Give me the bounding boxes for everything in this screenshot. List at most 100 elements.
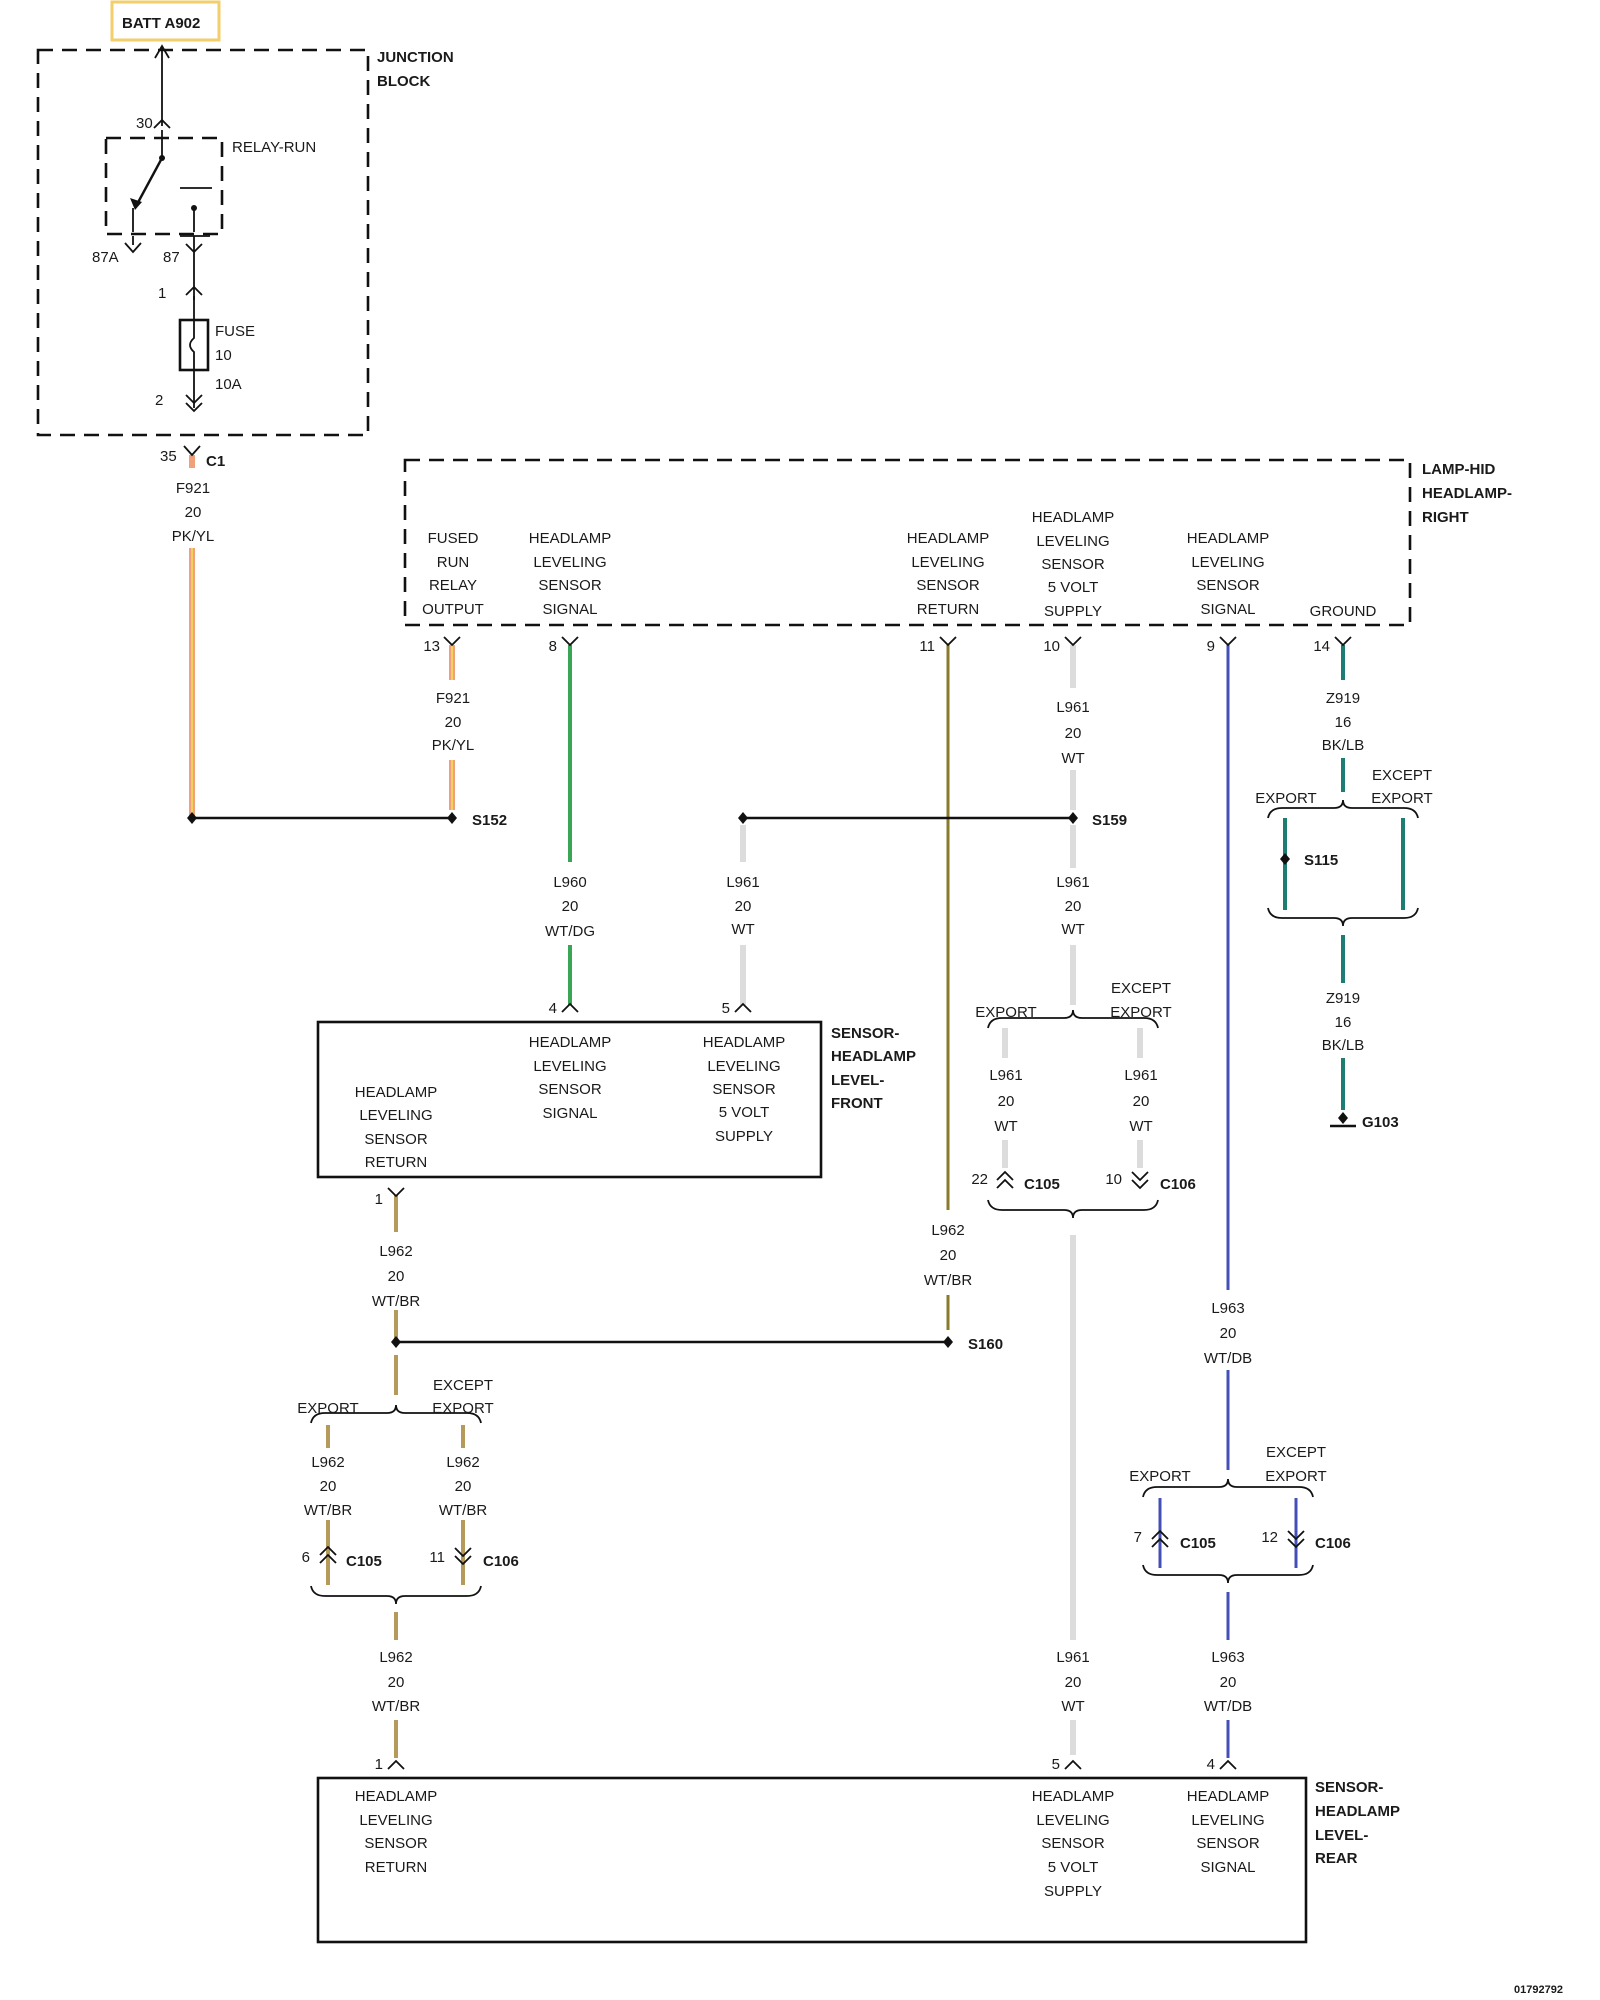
c105-l963-connector-a <box>1151 1529 1169 1540</box>
l963-bot-gauge: 20 <box>1220 1674 1237 1691</box>
l962-option-bracket-bottom <box>310 1585 482 1605</box>
splice-s152-dot <box>447 812 457 824</box>
l961-exp-color: WT <box>994 1118 1017 1135</box>
pin-87-label: 87 <box>163 249 180 266</box>
splice-s160-left-dot <box>391 1336 401 1348</box>
c106-l961-connector-b <box>1131 1179 1149 1190</box>
l963-bot-circuit: L963 <box>1211 1649 1244 1666</box>
l960-gauge: 20 <box>562 898 579 915</box>
l962-bot-gauge: 20 <box>388 1674 405 1691</box>
c105-l961-label: C105 <box>1024 1176 1060 1193</box>
z919-option-bracket-top <box>1267 799 1419 819</box>
z919-b-color: BK/LB <box>1322 1037 1365 1054</box>
z919-option-bracket-bottom <box>1267 907 1419 927</box>
sensor-front-supply-l5: SUPPLY <box>715 1128 773 1145</box>
relay-blade <box>133 157 164 209</box>
c106-l962-pin: 11 <box>429 1549 445 1566</box>
lamp-pin11-number: 11 <box>919 638 935 655</box>
lamp-pin9-l3: SENSOR <box>1196 577 1260 594</box>
pin30-connector <box>153 118 171 129</box>
l961-bot-gauge: 20 <box>1065 1674 1082 1691</box>
fuse-pin2-arrow-b <box>185 402 203 413</box>
sensor-front-pin1-number: 1 <box>375 1191 383 1208</box>
f921-b-circuit: F921 <box>436 690 470 707</box>
relay-87-arrow <box>185 243 203 254</box>
sensor-rear-pin5-number: 5 <box>1052 1756 1060 1773</box>
sensor-front-return-l3: SENSOR <box>364 1131 428 1148</box>
l963-top-circuit: L963 <box>1211 1300 1244 1317</box>
l962-bot-color: WT/BR <box>372 1698 420 1715</box>
lamp-pin10-l4: SUPPLY <box>1044 603 1102 620</box>
lamp-pin8-connector <box>561 636 579 647</box>
l962-exp-circuit: L962 <box>311 1454 344 1471</box>
splice-s159-left-dot <box>738 812 748 824</box>
l961-except-label-2: EXPORT <box>1110 1004 1171 1021</box>
c105-l961-connector-b <box>996 1178 1014 1189</box>
f921-a-color: PK/YL <box>172 528 215 545</box>
fuse-pin2-arrow <box>185 394 203 405</box>
l961-left-color: WT <box>731 921 754 938</box>
c1-label: C1 <box>206 453 225 470</box>
l961-export-label: EXPORT <box>975 1004 1036 1021</box>
lamp-pin11-connector <box>939 636 957 647</box>
c105-l962-connector-a <box>319 1545 337 1556</box>
sensor-front-pin4-number: 4 <box>549 1000 557 1017</box>
c105-l963-pin: 7 <box>1134 1529 1142 1546</box>
lamp-pin14-l4: GROUND <box>1310 603 1377 620</box>
l963-except-label-2: EXPORT <box>1265 1468 1326 1485</box>
relay-87a-arrow <box>124 242 142 254</box>
lamp-pin13-l2: RUN <box>437 554 470 571</box>
c106-l962-connector-a <box>454 1547 472 1558</box>
lamp-pin10-l0: HEADLAMP <box>1032 509 1115 526</box>
lamp-pin10-number: 10 <box>1043 638 1060 655</box>
z919-a-color: BK/LB <box>1322 737 1365 754</box>
junction-block-title-1: JUNCTION <box>377 49 454 66</box>
l962-bot-circuit: L962 <box>379 1649 412 1666</box>
sensor-front-supply-l1: HEADLAMP <box>703 1034 786 1051</box>
l961-exc-circuit: L961 <box>1124 1067 1157 1084</box>
l962-except-label-2: EXPORT <box>432 1400 493 1417</box>
lamp-pin8-l3: SENSOR <box>538 577 602 594</box>
document-number: 01792792 <box>1514 1984 1563 1996</box>
fuse-label-1: FUSE <box>215 323 255 340</box>
z919-except-label-1: EXCEPT <box>1372 767 1432 784</box>
sensor-rear-pin5-connector <box>1064 1759 1082 1770</box>
c106-l963-connector-a <box>1287 1530 1305 1541</box>
c106-l962-connector-b <box>454 1555 472 1566</box>
lamp-pin9-l4: SIGNAL <box>1200 601 1255 618</box>
f921-a-circuit: F921 <box>176 480 210 497</box>
l961-bot-circuit: L961 <box>1056 1649 1089 1666</box>
c105-l962-label: C105 <box>346 1553 382 1570</box>
sensor-front-title-4: FRONT <box>831 1095 883 1112</box>
lamp-pin13-l4: OUTPUT <box>422 601 484 618</box>
lamp-pin13-l3: RELAY <box>429 577 477 594</box>
l962-exc-gauge: 20 <box>455 1478 472 1495</box>
fuse-label-2: 10 <box>215 347 232 364</box>
l961-exc-color: WT <box>1129 1118 1152 1135</box>
l961-exc-gauge: 20 <box>1133 1093 1150 1110</box>
battery-box <box>110 0 221 42</box>
l963-top-gauge: 20 <box>1220 1325 1237 1342</box>
c106-l963-pin: 12 <box>1261 1529 1278 1546</box>
wire-z919 <box>1283 645 1405 1110</box>
sensor-rear-pin1-number: 1 <box>375 1756 383 1773</box>
l962-right-circuit: L962 <box>931 1222 964 1239</box>
lamp-pin10-l3: 5 VOLT <box>1048 579 1099 596</box>
splice-s115-label: S115 <box>1304 852 1338 869</box>
sensor-rear-signal-l2: LEVELING <box>1191 1812 1264 1829</box>
c106-l961-label: C106 <box>1160 1176 1196 1193</box>
z919-a-circuit: Z919 <box>1326 690 1360 707</box>
f921-a-gauge: 20 <box>185 504 202 521</box>
l962-exc-color: WT/BR <box>439 1502 487 1519</box>
l961-option-bracket-top <box>987 1009 1159 1029</box>
sensor-rear-signal-l4: SIGNAL <box>1200 1859 1255 1876</box>
splice-s152-label: S152 <box>472 812 507 829</box>
sensor-rear-return-l4: RETURN <box>365 1859 428 1876</box>
splice-s160-label: S160 <box>968 1336 1003 1353</box>
splice-s159-label: S159 <box>1092 812 1127 829</box>
splice-s115-dot <box>1280 853 1290 865</box>
c1-pin-label: 35 <box>160 448 177 465</box>
c106-l962-label: C106 <box>483 1553 519 1570</box>
splice-s152-left-dot <box>187 812 197 824</box>
